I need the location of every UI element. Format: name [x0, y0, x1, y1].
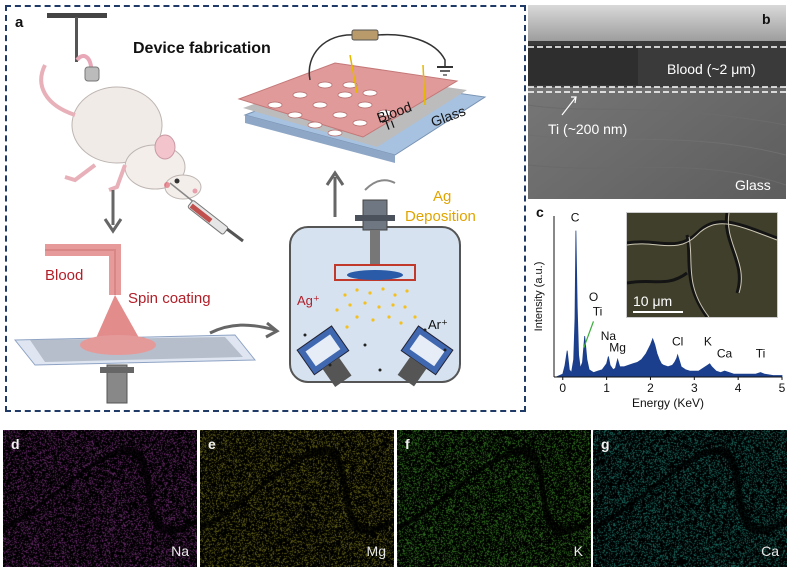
x-tick-label: 3	[691, 381, 698, 395]
ag-ion-label: Ag⁺	[297, 293, 320, 308]
deposition-chamber-icon	[289, 179, 461, 387]
map-ca: g Ca	[593, 430, 787, 567]
spin-coating-label: Spin coating	[128, 290, 211, 307]
x-tick-label: 1	[603, 381, 610, 395]
map-k-panel-label: f	[405, 436, 410, 452]
panel-a-illustration: a Device fabrication Blood	[13, 13, 487, 404]
inset-micrograph: 10 μm	[626, 212, 778, 318]
map-na-panel-label: d	[11, 436, 20, 452]
glass-label: Glass	[735, 177, 771, 193]
spectrum-area	[556, 230, 783, 378]
spin-coater-icon	[13, 295, 257, 404]
x-tick-label: 4	[735, 381, 742, 395]
map-k-element-label: K	[573, 543, 583, 559]
blood-label: Blood	[45, 267, 83, 284]
peak-label-na: Na	[601, 329, 617, 343]
peak-label-mg: Mg	[609, 341, 626, 355]
panel-a-label: a	[15, 14, 24, 31]
x-tick-label: 5	[779, 381, 786, 395]
tether-icon	[47, 13, 107, 82]
inset-scale-label: 10 μm	[633, 293, 673, 309]
device-fabrication-title: Device fabrication	[133, 40, 271, 57]
peak-label-c: C	[571, 210, 580, 224]
map-k-canvas	[397, 430, 591, 567]
peak-label-cl: Cl	[672, 335, 683, 349]
map-mg-panel-label: e	[208, 436, 216, 452]
map-na-canvas	[3, 430, 197, 567]
peak-label-o: O	[589, 290, 598, 304]
arrow-right-icon	[209, 321, 280, 339]
arrow-down-icon	[103, 190, 123, 234]
map-ca-canvas	[593, 430, 787, 567]
ti-pointer-line	[583, 321, 595, 348]
x-tick-label: 2	[647, 381, 654, 395]
map-k: f K	[397, 430, 591, 567]
panel-b-label: b	[762, 11, 771, 27]
map-na-element-label: Na	[171, 543, 189, 559]
ag-label: Ag	[433, 188, 451, 205]
rat-icon	[39, 64, 202, 200]
peak-label-ti: Ti	[593, 305, 603, 319]
x-tick-label: 0	[559, 381, 566, 395]
layer-ti-label: Ti	[381, 115, 397, 134]
y-axis-label: Intensity (a.u.)	[533, 262, 545, 332]
syringe-icon	[169, 182, 244, 243]
deposition-label: Deposition	[405, 208, 476, 225]
blood-thickness-label: Blood (~2 μm)	[667, 61, 756, 77]
ar-ion-label: Ar⁺	[428, 317, 448, 332]
blood-pipe-icon	[45, 244, 121, 295]
peak-label-k: K	[704, 335, 712, 349]
map-mg-element-label: Mg	[366, 543, 386, 559]
panel-c-label: c	[536, 204, 544, 220]
panel-b-sem-image: b Blood (~2 μm) Ti (~200 nm) Glass	[528, 5, 786, 199]
peak-label-ti: Ti	[756, 346, 766, 360]
inset-scale-bar	[633, 311, 683, 313]
x-axis-label: Energy (KeV)	[632, 396, 704, 410]
device-icon	[237, 29, 487, 163]
map-mg: e Mg	[200, 430, 394, 567]
peak-label-ca: Ca	[717, 346, 733, 360]
arrow-up-icon	[325, 170, 345, 217]
panel-a-frame	[5, 5, 526, 412]
map-mg-canvas	[200, 430, 394, 567]
map-ca-element-label: Ca	[761, 543, 779, 559]
map-na: d Na	[3, 430, 197, 567]
map-ca-panel-label: g	[601, 436, 610, 452]
ti-thickness-label: Ti (~200 nm)	[548, 121, 628, 137]
